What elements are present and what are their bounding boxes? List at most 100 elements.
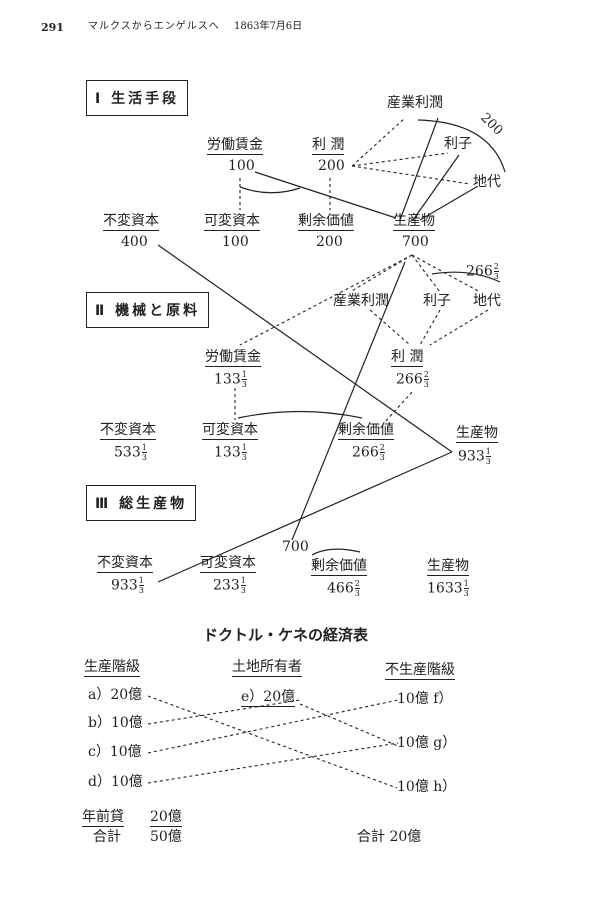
frac-den: 3 [141, 453, 147, 462]
frac-num: 1 [241, 370, 247, 380]
section-3-box: Ⅲ 総生産物 [86, 485, 197, 521]
s3-product-label: 生産物 [427, 558, 469, 576]
s1-variable-label: 可変資本 [204, 213, 260, 231]
s3-variable-label: 可変資本 [200, 555, 256, 573]
frac-num: 2 [354, 579, 360, 589]
dash-profit2-surplus2 [384, 391, 413, 423]
frac-den: 3 [463, 589, 469, 598]
running-title: マルクスからエンゲルスへ [88, 21, 220, 32]
line-product-rent [419, 185, 479, 221]
s3-constant-int: 933 [111, 577, 138, 594]
frac-num: 1 [485, 447, 491, 457]
dash-product-wage2 [239, 254, 413, 346]
dash-product-interest2 [411, 254, 441, 293]
row-a: a）20億 [88, 687, 143, 703]
s1-wage-label: 労働賃金 [207, 137, 263, 155]
s2-surplus-int: 266 [352, 444, 379, 461]
frac-den: 3 [493, 272, 499, 281]
arc-200 [417, 119, 506, 173]
col-landowner: 土地所有者 [232, 659, 302, 677]
dash-profit-rent [351, 165, 471, 185]
s2-variable-int: 133 [214, 444, 241, 461]
section-1-box: Ⅰ 生活手段 [86, 80, 189, 116]
arc-700 [311, 548, 361, 556]
flow-c-f [147, 699, 399, 754]
s1-interest: 利子 [444, 136, 472, 152]
s1-profit-label: 利 潤 [312, 137, 345, 155]
col-productive: 生産階級 [84, 659, 140, 677]
s1-constant-label: 不変資本 [103, 213, 159, 231]
s3-variable-int: 233 [213, 577, 240, 594]
s3-cross-value: 700 [280, 539, 311, 555]
row-g: 10億 g） [397, 735, 457, 751]
s1-profit-value: 200 [318, 158, 345, 174]
s3-surplus-label: 剰余価値 [311, 558, 367, 576]
page-number: 291 [41, 21, 64, 34]
line-product2-constant3 [157, 451, 453, 583]
frac-num: 1 [463, 579, 469, 589]
s2-product-label: 生産物 [456, 425, 498, 443]
total-label: 合計 [93, 829, 121, 845]
s2-surplus-label: 剰余価値 [338, 422, 394, 440]
s1-rent: 地代 [473, 174, 501, 190]
s1-wage-value: 100 [228, 158, 255, 174]
row-h: 10億 h） [397, 779, 457, 795]
frac-num: 1 [240, 576, 246, 586]
advance-label: 年前貸 [82, 809, 124, 827]
s2-product-int: 933 [458, 448, 485, 465]
frac-num: 1 [141, 443, 147, 453]
frac-den: 3 [241, 453, 247, 462]
frac-den: 3 [138, 586, 144, 595]
frac-num: 2 [379, 443, 385, 453]
s2-arc-int: 266 [466, 263, 493, 280]
s1-industrial-profit: 産業利潤 [387, 95, 443, 111]
row-c: c）10億 [88, 744, 142, 760]
total-left-value: 50億 [150, 829, 182, 845]
s2-wage-label: 労働賃金 [205, 349, 261, 367]
dash-interest-profit2 [419, 309, 441, 346]
frac-den: 3 [423, 380, 429, 389]
frac-den: 3 [485, 457, 491, 466]
line-product1-cross [289, 261, 406, 546]
frac-num: 1 [138, 576, 144, 586]
advance-value: 20億 [150, 809, 182, 827]
dash-product-indprofit2 [349, 254, 413, 293]
row-f: 10億 f） [397, 691, 453, 707]
s3-product-int: 1633 [427, 580, 463, 597]
s2-constant-label: 不変資本 [100, 422, 156, 440]
s1-product-label: 生産物 [393, 213, 435, 231]
s3-constant-label: 不変資本 [97, 555, 153, 573]
s2-variable-label: 可変資本 [202, 422, 258, 440]
total-right: 合計 20億 [357, 829, 422, 845]
dash-profit-indprofit [351, 117, 406, 167]
flow-d-g [147, 742, 399, 784]
arc-variable-surplus [237, 410, 363, 419]
dash-rent-profit2 [429, 309, 489, 346]
section-2-box: Ⅱ 機械と原料 [86, 292, 210, 328]
s2-profit-label: 利 潤 [391, 349, 424, 367]
s2-industrial-profit: 産業利潤 [333, 293, 389, 309]
s2-wage-int: 133 [214, 371, 241, 388]
frac-den: 3 [241, 380, 247, 389]
running-date: 1863年7月6日 [234, 21, 303, 32]
s3-surplus-int: 466 [327, 580, 354, 597]
arc-wage-surplus [239, 186, 301, 194]
dash-indprofit-profit2 [369, 309, 411, 346]
